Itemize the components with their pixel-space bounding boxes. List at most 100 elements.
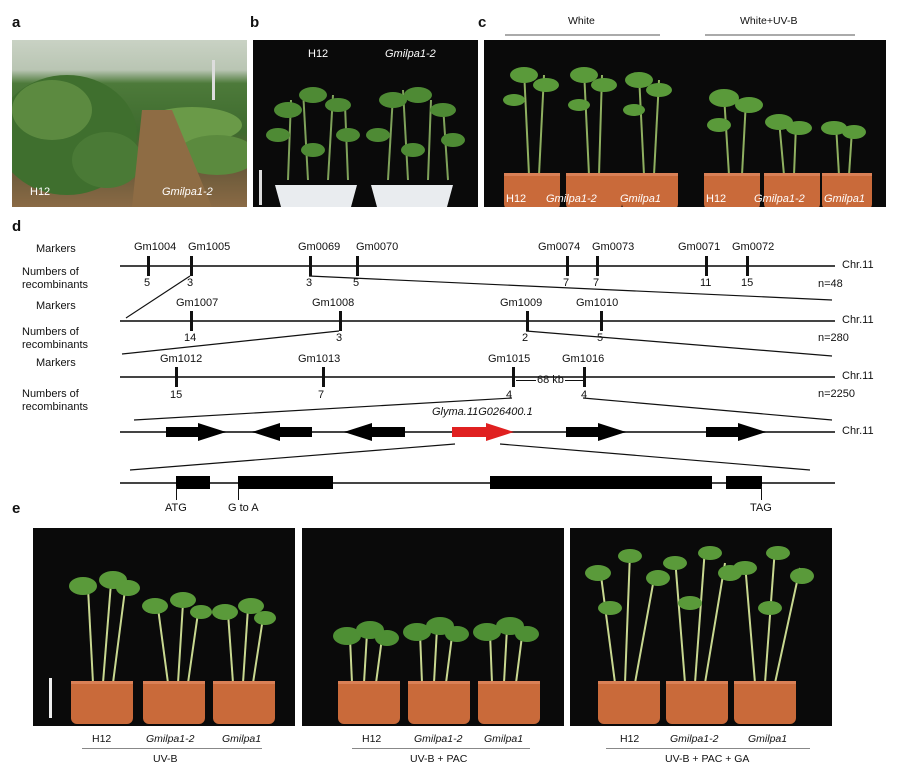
pot	[566, 173, 622, 207]
uvb-pac-ga-seedlings-photo	[570, 528, 832, 726]
panel-label-d: d	[12, 218, 22, 235]
marker-tick	[526, 311, 529, 331]
interval-label: 68 kb	[537, 374, 564, 386]
photo-c-label-2: Gmilpa1-2	[546, 193, 597, 205]
marker-gm0074: Gm0074	[538, 241, 581, 253]
interval-bracket-right	[565, 380, 583, 381]
mutation-tick	[238, 486, 239, 500]
pot	[478, 681, 540, 724]
marker-gm1005: Gm1005	[188, 241, 231, 253]
marker-tick	[175, 367, 178, 387]
recomb-count: 15	[741, 277, 754, 289]
recomb-count: 5	[597, 332, 604, 344]
marker-gm1015: Gm1015	[488, 353, 531, 365]
marker-tick	[322, 367, 325, 387]
marker-tick	[746, 256, 749, 276]
e1-divider	[82, 748, 262, 749]
gene-arrow-right	[166, 423, 226, 441]
e3-genotype-2: Gmilpa1-2	[670, 733, 719, 745]
chromosome-line-3	[120, 376, 835, 378]
pot	[734, 681, 796, 724]
stop-codon-label: TAG	[750, 502, 772, 514]
chr-label-1: Chr.11	[842, 259, 874, 271]
marker-gm1008: Gm1008	[312, 297, 355, 309]
panel-label-c: c	[478, 14, 487, 31]
marker-gm1010: Gm1010	[576, 297, 619, 309]
pot	[213, 681, 275, 724]
gene-arrow-right	[706, 423, 766, 441]
pot	[408, 681, 470, 724]
exon	[726, 476, 762, 489]
candidate-gene-arrow	[452, 423, 514, 441]
marker-gm1013: Gm1013	[298, 353, 341, 365]
atg-tick	[176, 486, 177, 500]
recomb-count: 11	[700, 277, 712, 289]
photo-c-label-6: Gmilpa1	[824, 193, 865, 205]
n-label-3: n=2250	[818, 388, 856, 400]
e2-treatment: UV-B + PAC	[410, 753, 468, 765]
recomb-count: 4	[506, 389, 513, 401]
uvb-seedlings-photo	[33, 528, 295, 726]
e1-genotype-2: Gmilpa1-2	[146, 733, 195, 745]
chromosome-line-2	[120, 320, 835, 322]
gene-arrow-left	[344, 423, 405, 441]
marker-gm0071: Gm0071	[678, 241, 721, 253]
e2-genotype-3: Gmilpa1	[484, 733, 524, 745]
e3-genotype-3: Gmilpa1	[748, 733, 788, 745]
photo-c-label-3: Gmilpa1	[620, 193, 661, 205]
marker-gm1009: Gm1009	[500, 297, 543, 309]
e2-divider	[352, 748, 530, 749]
marker-tick	[190, 311, 193, 331]
marker-tick	[583, 367, 586, 387]
uvb-plants-photo: H12 Gmilpa1-2 Gmilpa1 H12 Gmilpa1-2 Gmil…	[484, 40, 886, 207]
e1-genotype-1: H12	[92, 733, 112, 745]
e2-genotype-2: Gmilpa1-2	[414, 733, 463, 745]
marker-tick	[600, 311, 603, 331]
marker-gm0069: Gm0069	[298, 241, 341, 253]
exon	[490, 476, 712, 489]
marker-tick	[309, 256, 312, 276]
e1-genotype-3: Gmilpa1	[222, 733, 262, 745]
photo-c-label-5: Gmilpa1-2	[754, 193, 805, 205]
e3-genotype-1: H12	[620, 733, 640, 745]
zoom-connectors	[121, 275, 833, 471]
pot	[622, 173, 678, 207]
marker-gm0073: Gm0073	[592, 241, 635, 253]
pot	[143, 681, 205, 724]
panel-label-b: b	[250, 14, 260, 31]
marker-gm0070: Gm0070	[356, 241, 399, 253]
uvb-pac-seedlings-photo	[302, 528, 564, 726]
e3-treatment: UV-B + PAC + GA	[665, 753, 750, 765]
markers-row-label: Markers	[36, 243, 76, 255]
pot	[338, 681, 400, 724]
n-label-2: n=280	[818, 332, 849, 344]
e1-treatment: UV-B	[153, 753, 178, 765]
field-photo: H12 Gmilpa1-2	[12, 40, 247, 207]
recomb-count: 14	[184, 332, 197, 344]
gene-arrows	[166, 423, 766, 441]
marker-tick	[190, 256, 193, 276]
e2-genotype-1: H12	[362, 733, 382, 745]
group-label-white-uvb: White+UV-B	[740, 15, 798, 27]
pot	[764, 173, 820, 207]
photo-b-label-right: Gmilpa1-2	[385, 48, 436, 60]
marker-tick	[147, 256, 150, 276]
photo-c-label-1: H12	[506, 193, 527, 205]
photo-a-label-left: H12	[30, 186, 51, 198]
interval-bracket-left	[516, 380, 536, 381]
panel-label-a: a	[12, 14, 21, 31]
marker-tick	[566, 256, 569, 276]
markers-row-label: Markers	[36, 357, 76, 369]
start-codon-label: ATG	[165, 502, 187, 514]
pot	[666, 681, 728, 724]
markers-row-label: Markers	[36, 300, 76, 312]
marker-gm1012: Gm1012	[160, 353, 203, 365]
gene-arrow-right	[566, 423, 626, 441]
marker-gm1016: Gm1016	[562, 353, 605, 365]
recomb-count: 15	[170, 389, 183, 401]
marker-tick	[339, 311, 342, 331]
marker-gm1007: Gm1007	[176, 297, 219, 309]
